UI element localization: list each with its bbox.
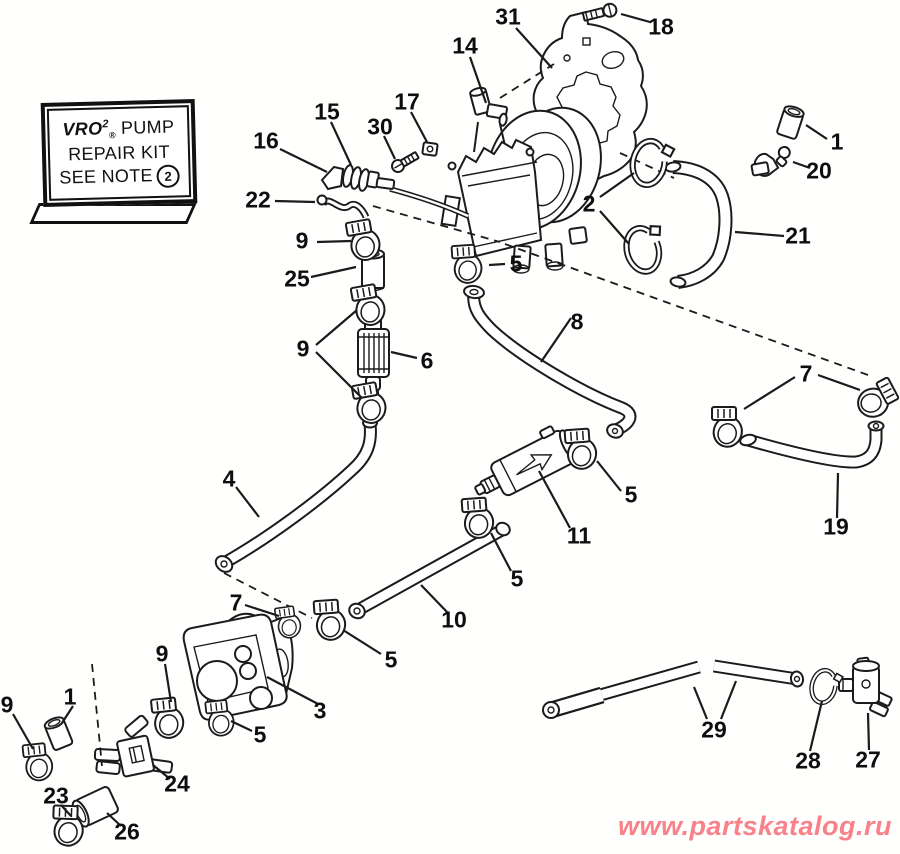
part-callout-5: 5 [624,481,638,508]
part-callout-19: 19 [823,513,849,540]
part-callout-9: 9 [0,691,14,718]
part-callout-23: 23 [43,782,69,809]
hose-10 [348,521,511,620]
part-callout-5: 5 [510,565,524,592]
part-callout-4: 4 [222,465,236,492]
circled-note-number: 2 [156,164,181,189]
part-callout-17: 17 [394,88,420,115]
part-callout-16: 16 [253,127,279,154]
fuel-pump-assembly [389,86,602,274]
part-callout-26: 26 [114,818,140,845]
part-callout-1: 1 [830,128,844,155]
part-callout-5: 5 [253,721,267,748]
part-callout-22: 22 [245,186,271,213]
part-callout-20: 20 [806,157,832,184]
elbow-fitting-14 [469,86,509,127]
part-callout-29: 29 [701,716,727,743]
part-callout-9: 9 [155,640,169,667]
hose-29-left [542,660,701,719]
connector-27 [838,656,893,718]
part-callout-27: 27 [855,746,881,773]
watermark-url: www.partskatalog.ru [617,811,892,841]
hose-19 [739,420,885,469]
screw-30 [391,151,420,173]
hose-4 [214,417,378,573]
part-callout-6: 6 [420,347,434,374]
screw-18 [581,2,618,22]
part-callout-24: 24 [164,770,190,797]
leader-lines [12,12,871,827]
nut-17 [421,141,439,157]
part-callout-14: 14 [452,32,478,59]
part-callout-8: 8 [570,308,584,335]
manifold-24 [93,714,174,778]
part-callout-21: 21 [785,222,811,249]
note-box-line2: REPAIR KIT [67,141,171,164]
note-box-line1: VRO2® PUMP [62,116,175,141]
part-callout-18: 18 [648,13,674,40]
part-callout-5: 5 [384,646,398,673]
hose-29-right [712,659,805,688]
fuel-filter-11 [474,425,579,497]
part-callout-1: 1 [63,683,77,710]
part-callout-2: 2 [582,190,596,217]
part-callout-15: 15 [314,98,340,125]
part-callout-7: 7 [799,360,813,387]
part-callout-25: 25 [284,265,310,292]
part-callout-11: 11 [566,522,592,549]
part-callout-31: 31 [495,3,521,30]
part-callout-5: 5 [509,250,523,277]
part-callout-3: 3 [313,697,327,724]
part-callout-9: 9 [296,335,310,362]
bracket-22 [316,194,370,219]
part-callout-7: 7 [229,589,243,616]
connector-15 [320,164,396,192]
hose-21 [664,160,733,289]
part-callout-10: 10 [441,606,467,633]
retainer-20 [750,145,791,177]
part-callout-30: 30 [367,113,393,140]
part-callout-28: 28 [795,747,821,774]
sleeve-1-right [776,105,805,140]
hose-8 [463,284,637,439]
part-callout-9: 9 [295,227,309,254]
